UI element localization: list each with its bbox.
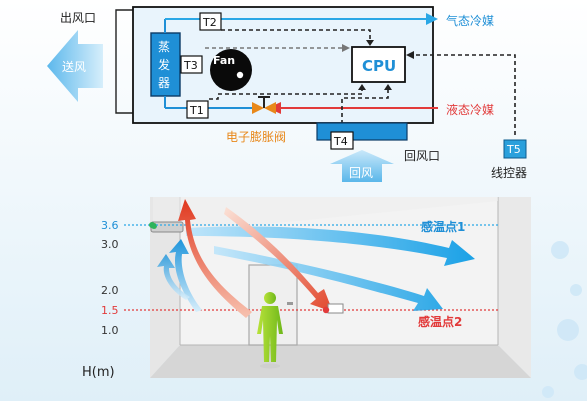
height-axis-label: H(m) [82, 365, 115, 380]
sensor-t2-label: T2 [202, 16, 217, 29]
return-outlet-label: 回风口 [404, 149, 440, 163]
supply-air-label: 送风 [62, 59, 86, 74]
gas-line-arrowhead [426, 13, 438, 25]
airflow-arrow-up-2 [157, 254, 190, 300]
cpu-box [351, 46, 406, 83]
decorative-bubbles [542, 241, 587, 398]
fan-hub [236, 71, 244, 79]
signal-lines [205, 29, 516, 135]
warm-air-arrow-down [224, 207, 333, 312]
return-air-arrow [330, 150, 394, 182]
fan-icon [210, 49, 252, 91]
t5-arrowhead [406, 51, 414, 59]
unit-schematic: 出风口 送风 蒸 发 器 气态冷媒 液态冷媒 电子膨胀阀 Fan CPU [47, 6, 527, 182]
room-illustration: 3.6 3.0 2.0 1.5 1.0 H(m) 感温点1 感温点2 [82, 197, 531, 380]
height-3-6: 3.6 [101, 219, 119, 232]
person-shadow [260, 363, 280, 369]
evaporator-char-3: 器 [158, 76, 170, 90]
height-2-0: 2.0 [101, 284, 119, 297]
wall-controller [327, 303, 344, 314]
sensor-t3-label: T3 [183, 59, 198, 72]
airflow-arrow-up-1 [169, 239, 202, 312]
t4-signal-line [341, 88, 389, 124]
t3-arrowhead [342, 44, 350, 52]
sensor-t5-label: T5 [506, 143, 521, 156]
sensor-t1-label: T1 [189, 104, 204, 117]
warm-air-arrow-up [178, 199, 252, 318]
sensor-t2-box [199, 12, 222, 31]
sensing-point-1-label: 感温点1 [421, 219, 465, 234]
floor [150, 345, 531, 378]
outlet-label: 出风口 [60, 11, 96, 25]
person-head [264, 292, 276, 304]
evaporator-char-1: 蒸 [158, 40, 170, 54]
cpu-label: CPU [362, 57, 396, 75]
sensor-t5-box [503, 139, 527, 159]
height-1-0: 1.0 [101, 324, 119, 337]
person-figure [257, 292, 283, 369]
t1-arrowhead [358, 84, 366, 90]
gas-refrigerant-label: 气态冷媒 [446, 13, 494, 28]
expansion-valve-label: 电子膨胀阀 [226, 130, 286, 144]
sensor-t4-label: T4 [333, 135, 348, 148]
liquid-refrigerant-label: 液态冷媒 [446, 102, 494, 117]
airflow-arrow-mid [214, 246, 443, 311]
t4-arrowhead [384, 84, 392, 90]
sensing-point-1-marker [149, 222, 155, 228]
right-wall [498, 197, 531, 378]
sensor-t1-box [186, 100, 209, 119]
evaporator-char-2: 发 [158, 57, 170, 72]
t5-signal-line [413, 54, 516, 135]
t1-signal-line [209, 88, 363, 100]
valve-left [252, 102, 264, 114]
return-air-label: 回风 [349, 166, 373, 180]
valve-right [264, 102, 276, 114]
sensor-t4-box [330, 131, 354, 150]
sensor-t3-box [180, 55, 203, 74]
sensing-point-2-marker [322, 306, 330, 314]
wired-controller-label: 线控器 [491, 166, 527, 180]
person-body [257, 306, 283, 362]
height-3-0: 3.0 [101, 238, 119, 251]
height-1-5: 1.5 [101, 304, 119, 317]
left-wall [150, 197, 180, 378]
t2-arrowhead [366, 40, 374, 46]
door-handle [287, 302, 293, 305]
fan-label: Fan [213, 54, 235, 67]
t2-signal-line [221, 29, 371, 41]
outlet-frame [115, 9, 133, 114]
supply-air-arrow [47, 30, 103, 102]
sensing-point-2-label: 感温点2 [418, 314, 462, 329]
